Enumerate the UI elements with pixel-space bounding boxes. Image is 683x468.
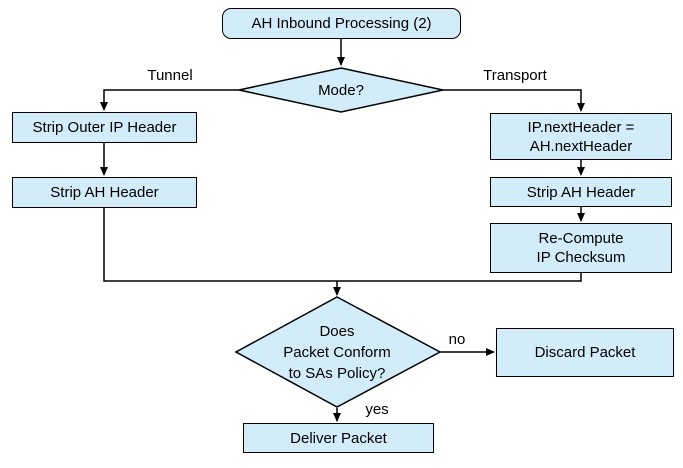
edge-label-tunnel: Tunnel — [147, 67, 193, 84]
decision-mode-shape — [238, 67, 444, 113]
edge-label-transport: Transport — [483, 67, 547, 84]
node-ip-nextheader-assignment: IP.nextHeader = AH.nextHeader — [490, 113, 672, 160]
decision-policy-shape — [234, 296, 442, 408]
edge-mode-tunnel-branch — [100, 89, 239, 111]
decision-policy-label: Does Packet Conform to SAs Policy? — [283, 322, 391, 382]
decision-mode-label: Mode? — [318, 81, 364, 99]
node-strip-outer-ip-header: Strip Outer IP Header — [12, 112, 197, 143]
node-strip-ah-header-tunnel: Strip AH Header — [12, 177, 197, 208]
edge-merge-branches — [103, 208, 582, 282]
edge-label-no: no — [448, 331, 466, 348]
node-start-terminator: AH Inbound Processing (2) — [222, 8, 461, 39]
edge-mode-transport-branch — [443, 89, 585, 112]
node-recompute-ip-checksum: Re-Compute IP Checksum — [490, 223, 672, 273]
node-deliver-packet: Deliver Packet — [243, 423, 434, 453]
node-discard-packet: Discard Packet — [496, 328, 674, 377]
node-strip-ah-header-transport: Strip AH Header — [490, 177, 672, 207]
edge-label-yes: yes — [365, 401, 389, 418]
